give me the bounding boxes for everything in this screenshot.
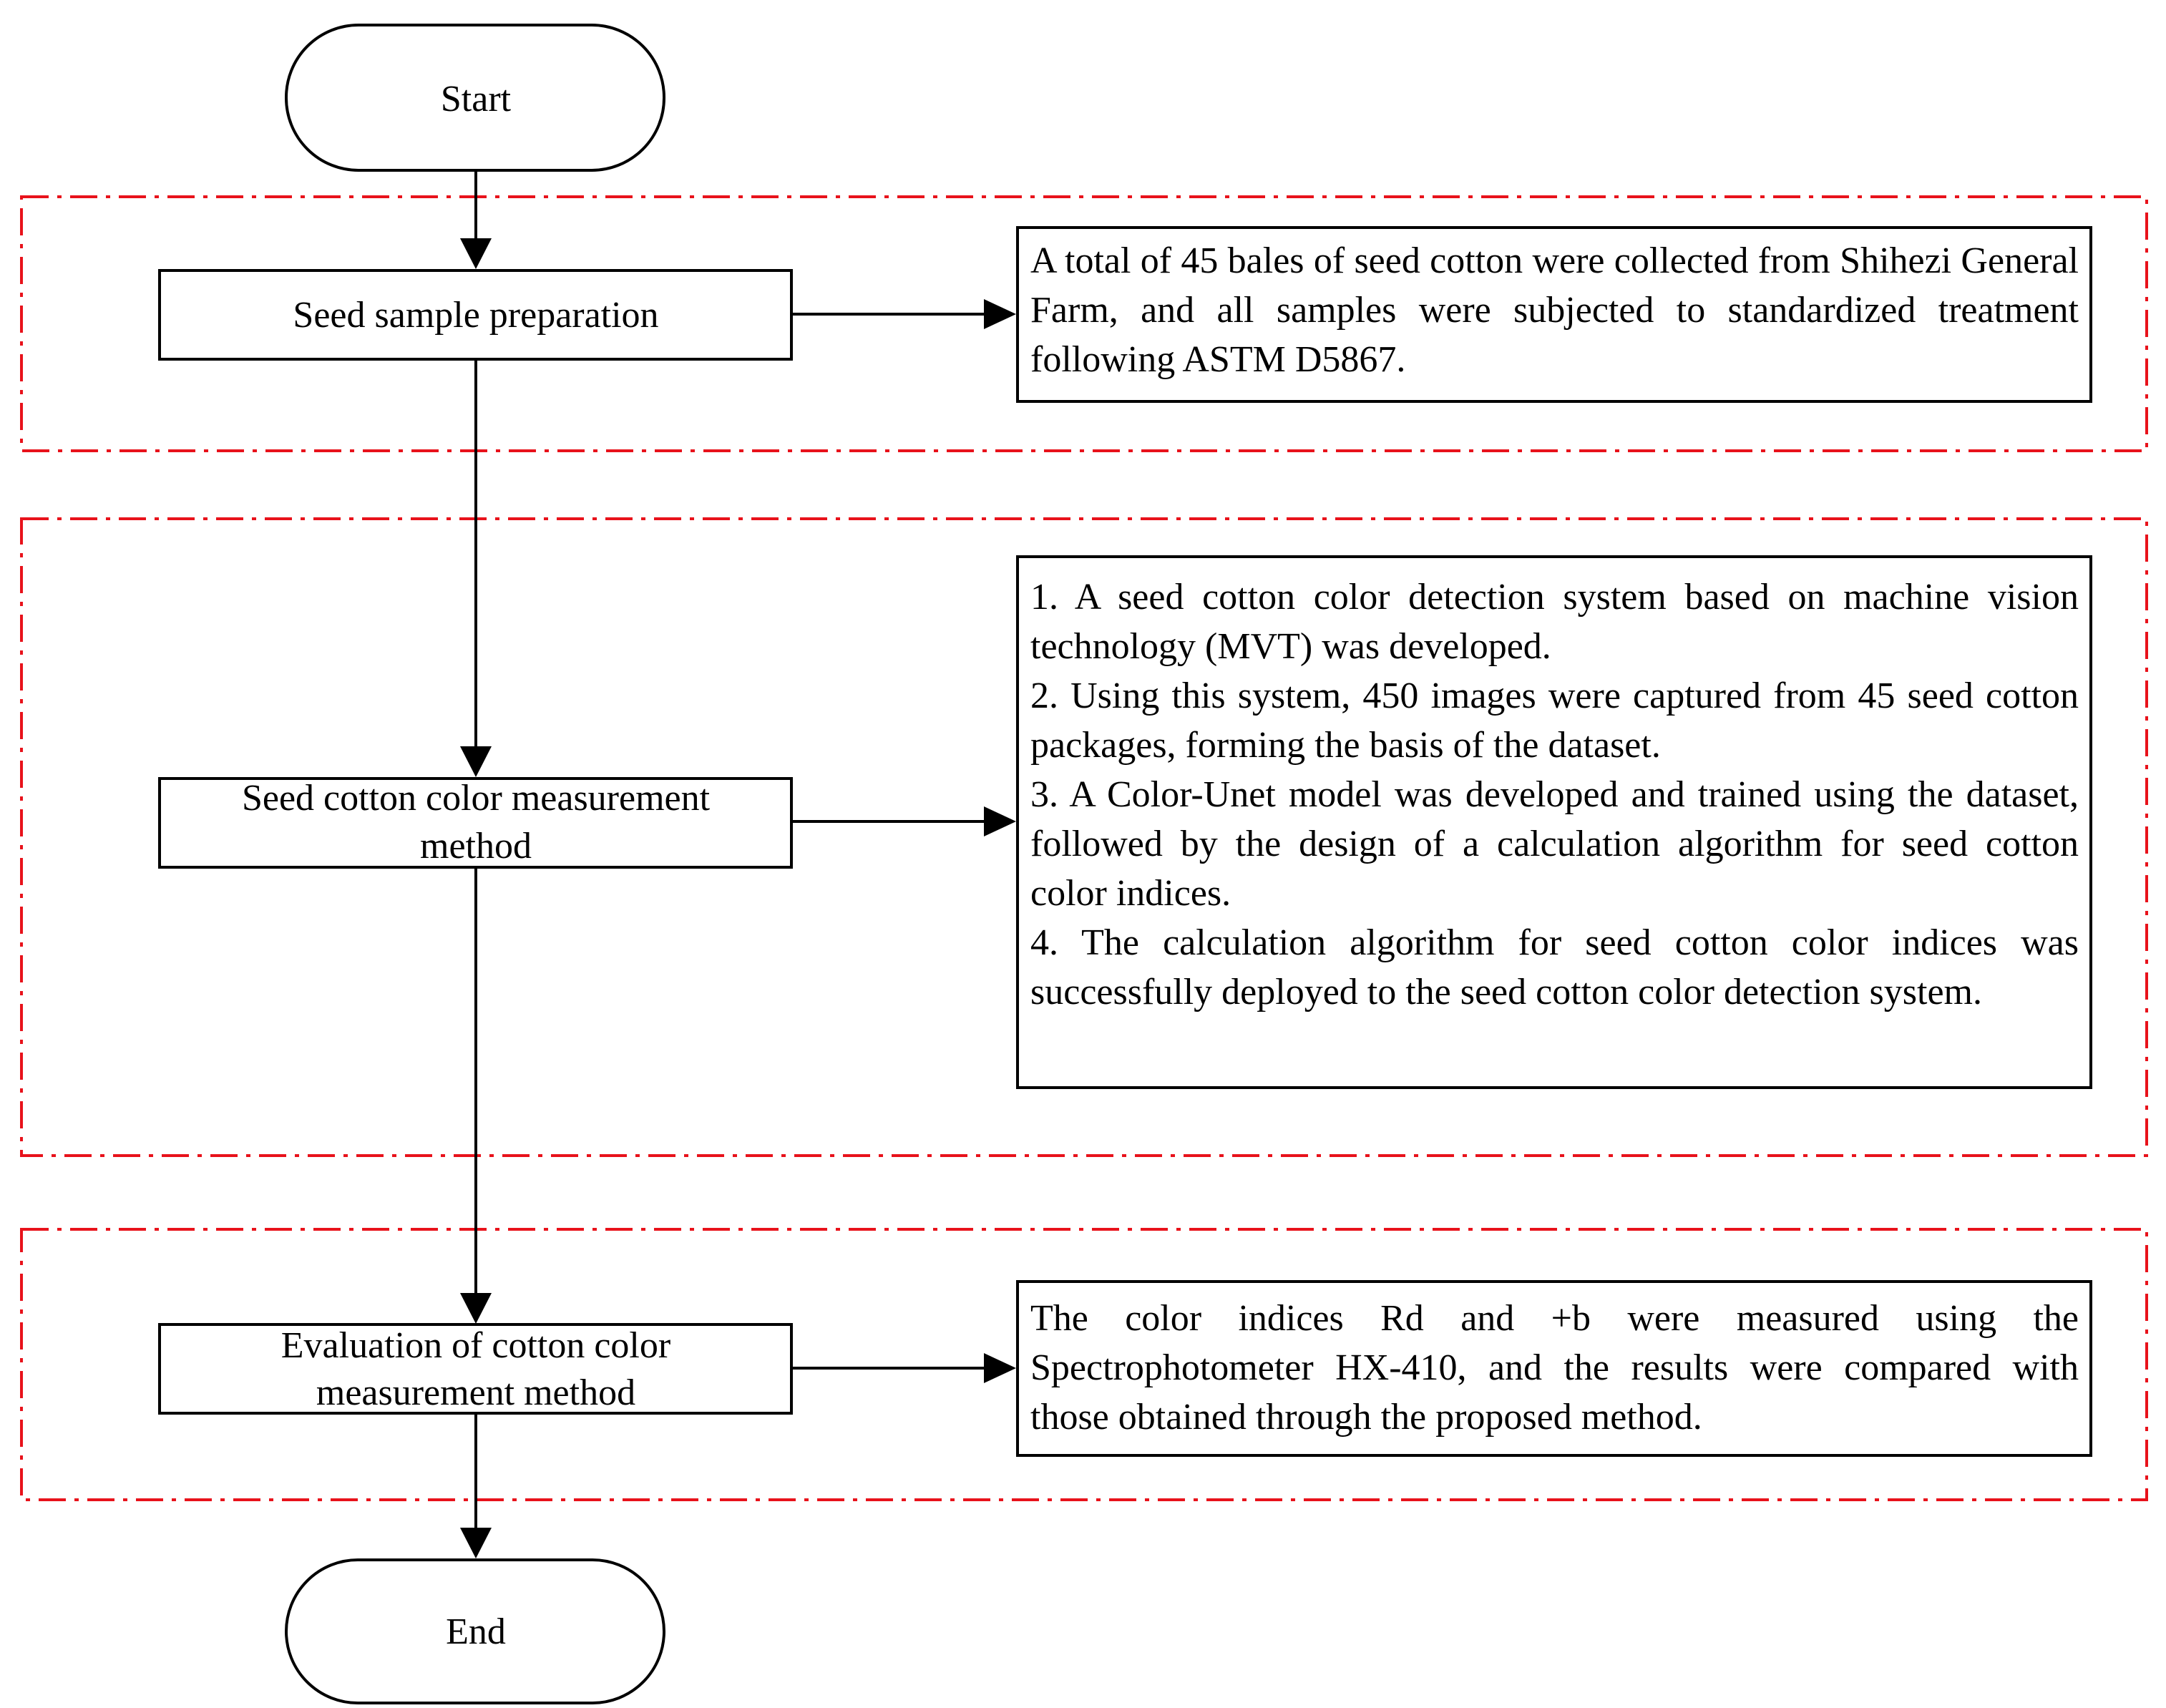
description-paragraph: 4. The calculation algorithm for seed co… xyxy=(1030,922,2079,1012)
step-label-evaluation-line2: measurement method xyxy=(316,1372,635,1413)
group-frame-measurement xyxy=(20,517,2148,1157)
arrowhead-end xyxy=(460,1528,492,1558)
description-paragraph: 1. A seed cotton color detection system … xyxy=(1030,577,2079,667)
description-paragraph: A total of 45 bales of seed cotton were … xyxy=(1030,240,2079,380)
description-text-color-measurement: 1. A seed cotton color detection system … xyxy=(1030,572,2079,1017)
arrowhead-step3 xyxy=(460,1293,492,1324)
start-label: Start xyxy=(441,79,512,119)
step-box-sample-preparation xyxy=(158,269,793,361)
start-terminal xyxy=(285,24,665,172)
description-text-sample-preparation: A total of 45 bales of seed cotton were … xyxy=(1030,236,2079,384)
description-box-evaluation xyxy=(1016,1280,2092,1457)
step-label-sample-preparation: Seed sample preparation xyxy=(293,295,658,336)
step-label-evaluation-line1: Evaluation of cotton color xyxy=(281,1325,670,1366)
arrowhead-desc3 xyxy=(984,1353,1016,1383)
end-terminal xyxy=(285,1558,665,1704)
step-label-color-measurement-line1: Seed cotton color measurement xyxy=(242,778,711,819)
description-paragraph: 3. A Color-Unet model was developed and … xyxy=(1030,774,2079,914)
description-text-evaluation: The color indices Rd and +b were measure… xyxy=(1030,1294,2079,1442)
arrowhead-step1 xyxy=(460,238,492,269)
description-paragraph: 2. Using this system, 450 images were ca… xyxy=(1030,675,2079,766)
description-paragraph: The color indices Rd and +b were measure… xyxy=(1030,1298,2079,1438)
arrowhead-desc1 xyxy=(984,299,1016,329)
step-box-color-measurement xyxy=(158,777,793,869)
arrowhead-step2 xyxy=(460,746,492,777)
group-frame-sample-prep xyxy=(20,195,2148,452)
description-box-color-measurement xyxy=(1016,555,2092,1089)
step-label-color-measurement-line2: method xyxy=(420,826,532,867)
arrowhead-desc2 xyxy=(984,806,1016,836)
end-label: End xyxy=(446,1611,506,1652)
step-box-evaluation xyxy=(158,1323,793,1415)
group-frame-evaluation xyxy=(20,1228,2148,1501)
description-box-sample-preparation xyxy=(1016,226,2092,403)
